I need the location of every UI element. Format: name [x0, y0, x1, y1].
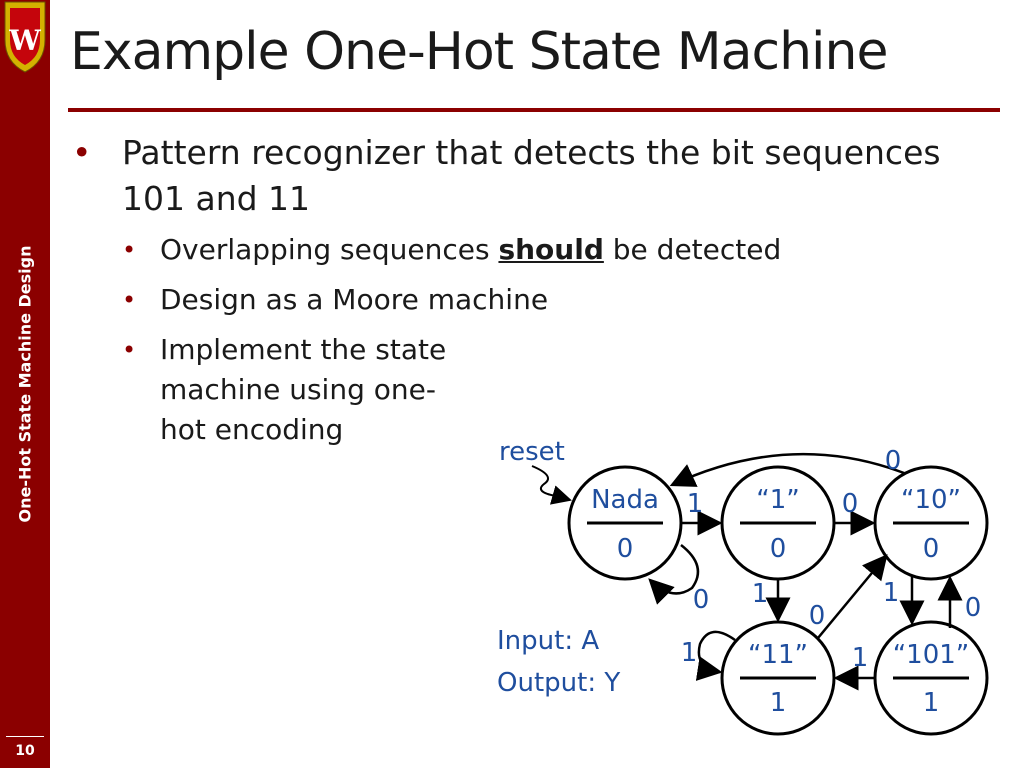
state-output: 0 [770, 534, 787, 564]
transition-label: 0 [809, 601, 826, 631]
emphasis-should: should [498, 233, 604, 266]
state-name: Nada [591, 485, 659, 515]
bullet-marker: • [122, 286, 137, 314]
university-crest-logo: W [4, 1, 46, 73]
bullet-marker: • [72, 133, 92, 172]
transition-11-self-loop [695, 630, 736, 681]
transition-label: 0 [693, 585, 710, 615]
transition-11-to-10 [817, 554, 888, 639]
transition-label: 1 [852, 643, 869, 673]
main-bullet: • Pattern recognizer that detects the bi… [72, 130, 992, 222]
vertical-section-title: One-Hot State Machine Design [15, 245, 35, 523]
svg-text:W: W [8, 24, 41, 57]
state-name: “11” [748, 640, 808, 670]
state-name: “101” [893, 640, 970, 670]
state-diagram: reset Nada 0 “1” 0 “10” 0 “11” 1 “101” 1… [499, 437, 989, 736]
transition-label: 0 [885, 446, 902, 476]
state-output: 1 [770, 688, 787, 718]
transition-nada-self-loop [648, 544, 700, 605]
slide-title: Example One-Hot State Machine [70, 22, 888, 82]
state-output: 0 [617, 534, 634, 564]
sidebar: W One-Hot State Machine Design 10 [0, 0, 50, 768]
transition-label: 1 [681, 638, 698, 668]
transition-label: 0 [965, 593, 982, 623]
sub-bullet-onehot: • Implement the state machine using one-… [122, 330, 522, 450]
transition-label: 1 [687, 489, 704, 519]
transition-label: 1 [752, 579, 769, 609]
sub-bullet-text: Design as a Moore machine [160, 283, 549, 316]
main-bullet-text: Pattern recognizer that detects the bit … [122, 133, 941, 218]
sub-bullet-text: Implement the state machine using one-ho… [160, 333, 447, 446]
sub-bullet-text: Overlapping sequences should be detected [160, 233, 782, 266]
sub-bullet-moore: • Design as a Moore machine [122, 280, 549, 320]
title-divider [68, 108, 1000, 112]
transition-10-to-nada [669, 452, 905, 487]
bullet-marker: • [122, 336, 137, 364]
sub-bullet-overlap: • Overlapping sequences should be detect… [122, 230, 782, 270]
output-label: Output: Y [497, 668, 621, 698]
state-name: “1” [756, 485, 799, 515]
input-label: Input: A [497, 626, 600, 656]
reset-label: reset [499, 437, 565, 467]
transition-label: 0 [842, 489, 859, 519]
page-number: 10 [6, 736, 44, 765]
bullet-marker: • [122, 236, 137, 264]
state-output: 0 [923, 534, 940, 564]
reset-arrow [531, 465, 572, 505]
transition-label: 1 [883, 578, 900, 608]
state-output: 1 [923, 688, 940, 718]
state-name: “10” [901, 485, 961, 515]
